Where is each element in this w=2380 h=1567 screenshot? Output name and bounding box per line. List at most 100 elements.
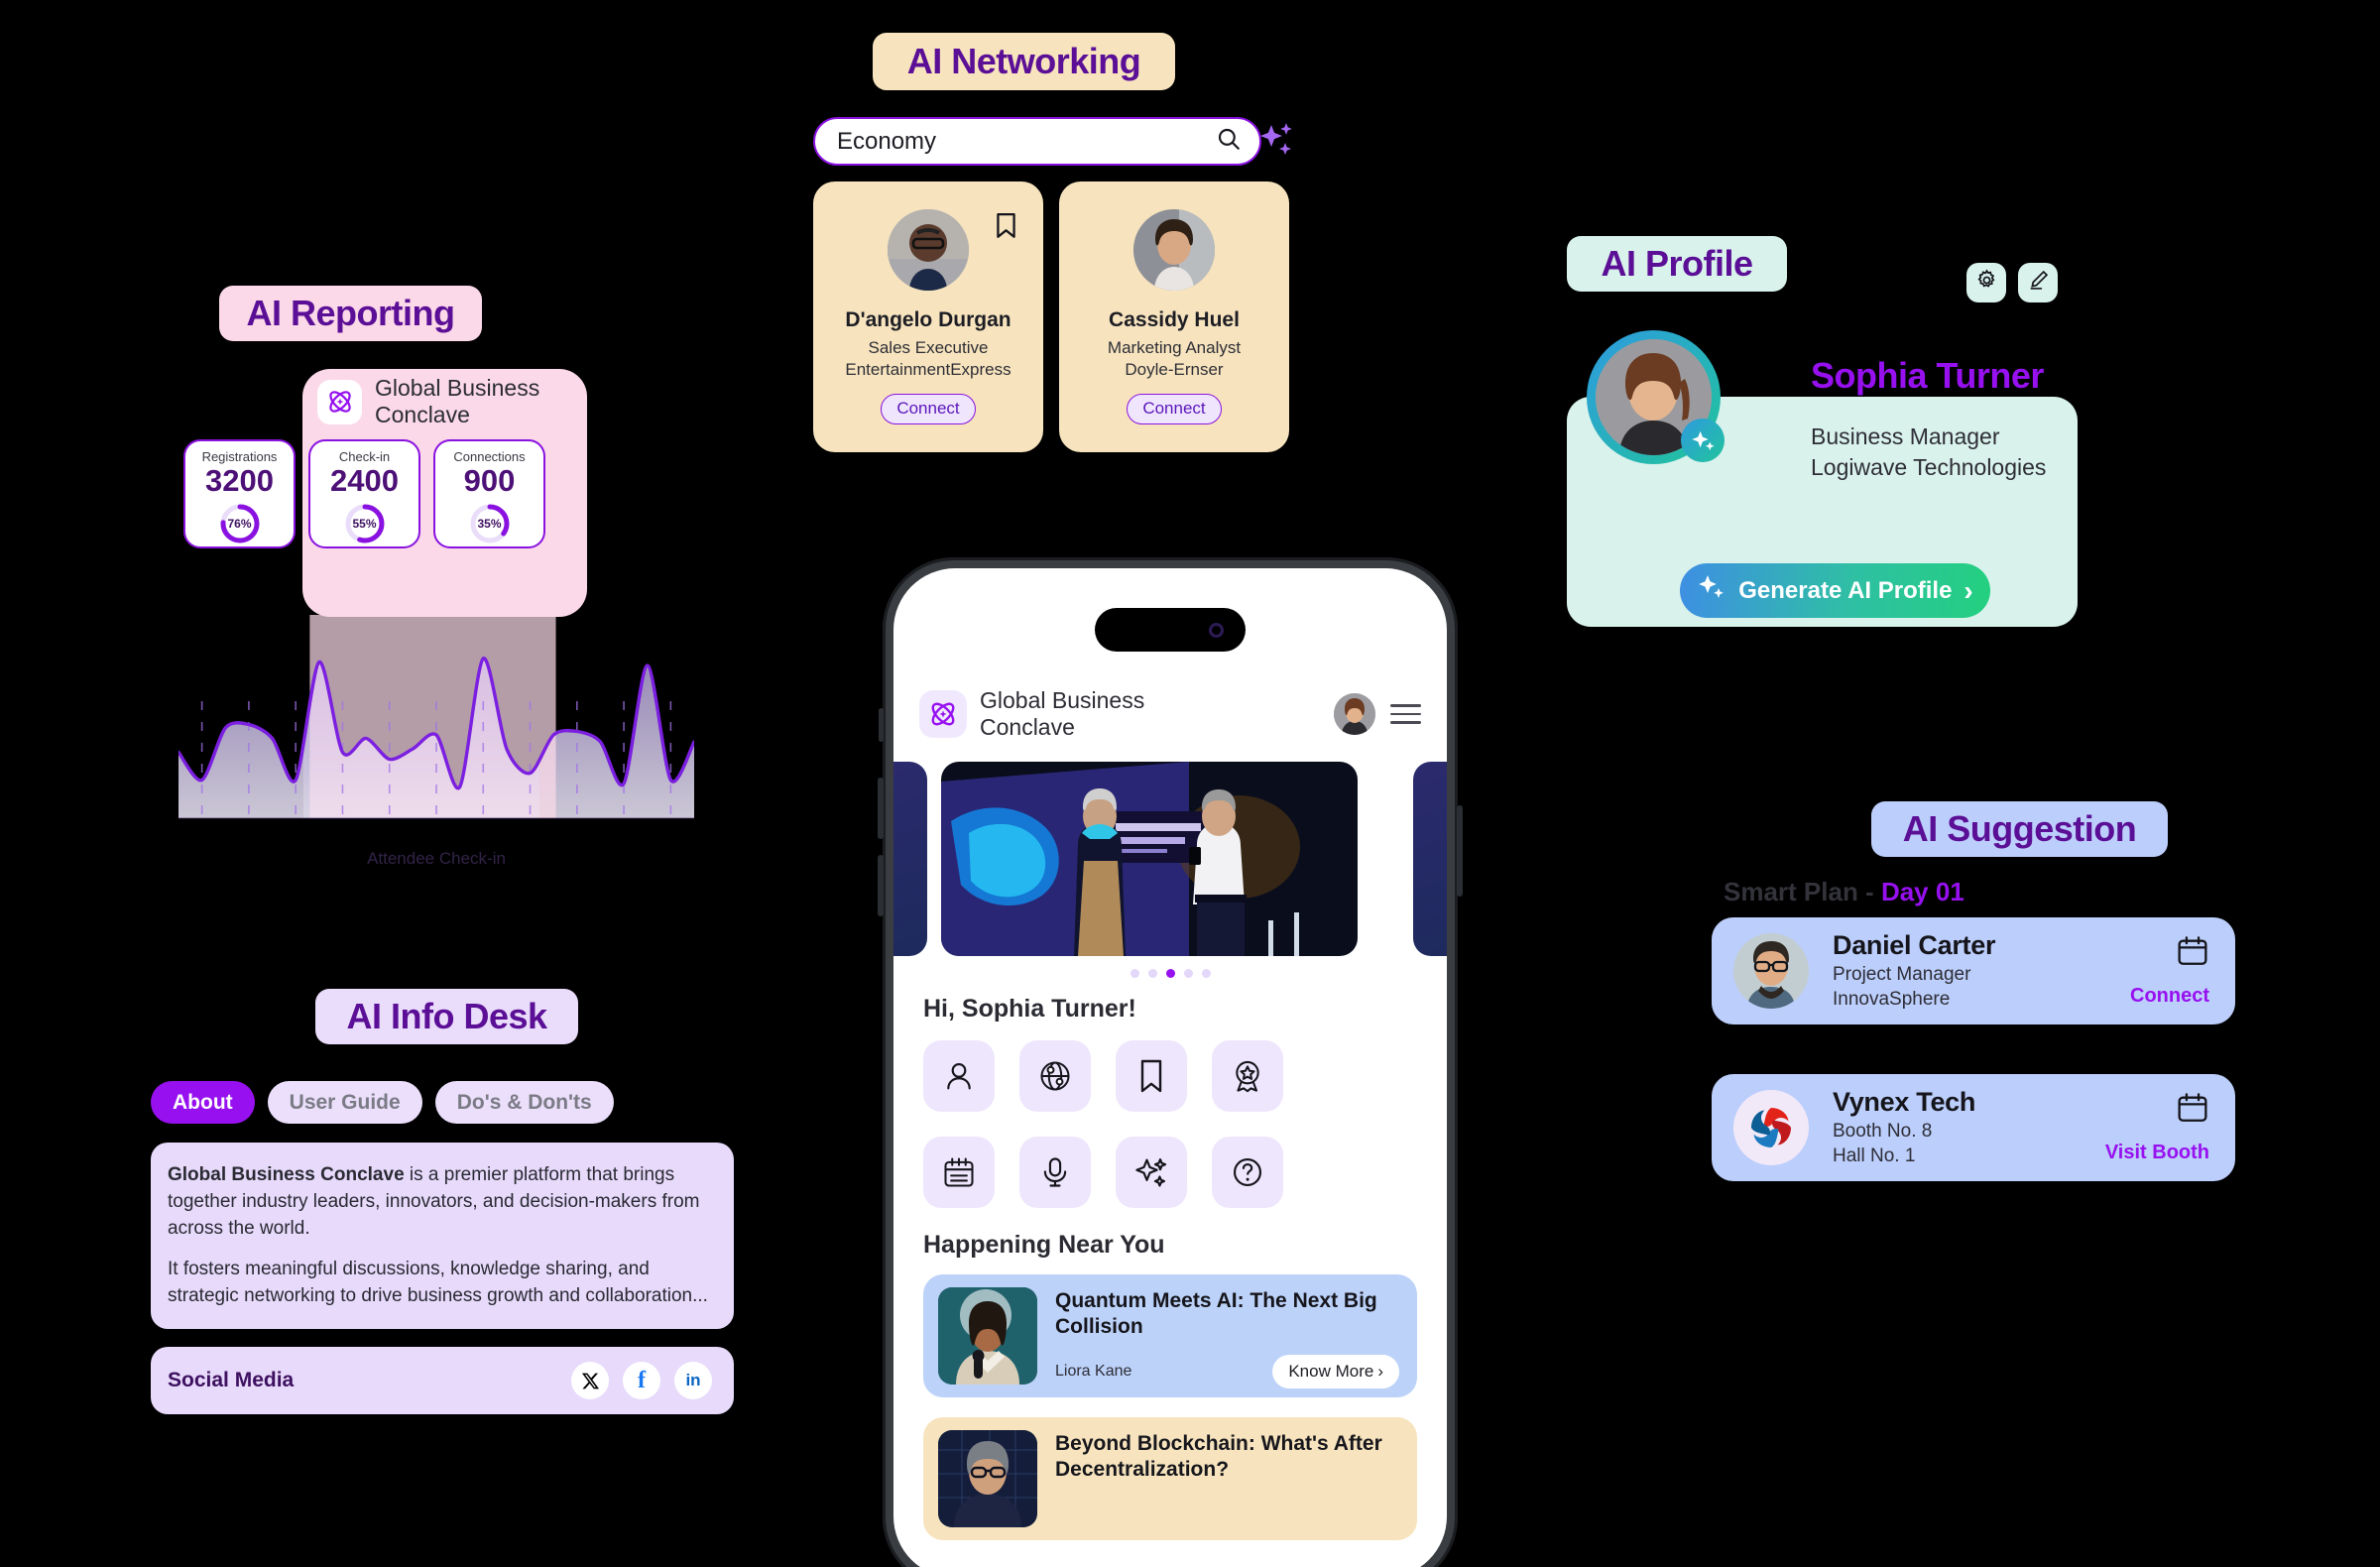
avatar — [1733, 933, 1809, 1009]
profile-role: Business Manager Logiwave Technologies — [1811, 423, 2047, 480]
suggestion-card[interactable]: Vynex Tech Booth No. 8 Hall No. 1 Visit … — [1712, 1074, 2235, 1181]
suggestion-actions: Visit Booth — [2105, 1091, 2209, 1164]
help-circle-icon[interactable] — [1212, 1137, 1283, 1208]
tab-dos-and-donts[interactable]: Do's & Don'ts — [434, 1081, 614, 1124]
app-header: Global Business Conclave — [919, 687, 1421, 741]
mute-switch[interactable] — [879, 708, 884, 742]
social-media-title: Social Media — [168, 1369, 295, 1391]
stat-percent: 35% — [477, 517, 502, 531]
suggestion-detail: Project Manager InnovaSphere — [1833, 963, 1971, 1010]
bookmark-icon[interactable] — [995, 212, 1017, 245]
about-paragraph-1: Global Business Conclave is a premier pl… — [168, 1162, 717, 1243]
ai-profile-label: AI Profile — [1567, 236, 1787, 292]
calendar-icon[interactable] — [2176, 1091, 2209, 1130]
microphone-icon[interactable] — [1019, 1137, 1091, 1208]
stat-card-connections[interactable]: Connections 900 35% — [433, 439, 545, 548]
stat-title: Connections — [453, 449, 526, 464]
avatar — [1133, 209, 1215, 291]
avatar[interactable] — [1334, 693, 1375, 736]
event-carousel[interactable] — [893, 762, 1447, 956]
calendar-icon[interactable] — [2176, 934, 2209, 973]
profile-icon[interactable] — [923, 1040, 995, 1112]
suggestion-name: Daniel Carter — [1833, 929, 1996, 960]
award-badge-icon[interactable] — [1212, 1040, 1283, 1112]
phone-mockup: Global Business Conclave — [878, 557, 1463, 1567]
carousel-slide-active[interactable] — [941, 762, 1358, 956]
search-input[interactable]: Economy — [813, 117, 1261, 166]
connect-link[interactable]: Connect — [2130, 985, 2209, 1007]
power-button[interactable] — [1457, 805, 1463, 897]
front-camera — [1209, 622, 1224, 638]
stat-title: Check-in — [338, 449, 391, 464]
suggestion-actions: Connect — [2130, 934, 2209, 1008]
carousel-dot[interactable] — [1130, 969, 1139, 978]
smart-plan-heading: Smart Plan - Day 01 — [1724, 877, 1964, 907]
bookmark-icon[interactable] — [1116, 1040, 1187, 1112]
hamburger-menu-icon[interactable] — [1390, 704, 1421, 725]
carousel-dot[interactable] — [1183, 969, 1193, 978]
know-more-label: Know More — [1288, 1362, 1374, 1382]
carousel-dot[interactable] — [1147, 969, 1157, 978]
tab-about[interactable]: About — [151, 1081, 255, 1124]
donut-chart-checkin: 55% — [343, 502, 387, 545]
generate-ai-profile-button[interactable]: Generate AI Profile › — [1680, 563, 1990, 618]
ai-networking-label: AI Networking — [873, 33, 1175, 90]
donut-chart-connections: 35% — [468, 502, 512, 545]
reporting-stat-row: Registrations 3200 76% Check-in 2400 55% — [183, 439, 545, 548]
profile-action-group — [1966, 263, 2058, 302]
near-event-card[interactable]: Quantum Meets AI: The Next Big Collision… — [923, 1274, 1417, 1397]
stat-value: 3200 — [205, 463, 274, 498]
carousel-slide-prev[interactable] — [893, 762, 927, 956]
volume-up-button[interactable] — [878, 778, 884, 839]
social-icon-group: f in — [571, 1362, 712, 1399]
event-title: Quantum Meets AI: The Next Big Collision — [1055, 1289, 1377, 1338]
phone-screen: Global Business Conclave — [893, 568, 1447, 1567]
suggestion-name: Vynex Tech — [1833, 1086, 1976, 1117]
suggestion-card[interactable]: Daniel Carter Project Manager InnovaSphe… — [1712, 917, 2235, 1025]
know-more-button[interactable]: Know More › — [1272, 1355, 1399, 1389]
reporting-brand-name: Global Business Conclave — [375, 375, 540, 428]
networking-card[interactable]: Cassidy Huel Marketing Analyst Doyle-Ern… — [1059, 181, 1289, 452]
carousel-slide-next[interactable] — [1413, 762, 1447, 956]
stat-card-checkin[interactable]: Check-in 2400 55% — [308, 439, 420, 548]
edit-button[interactable] — [2018, 263, 2058, 302]
about-paragraph-1-rest: is a premier platform that brings togeth… — [168, 1164, 700, 1239]
networking-card[interactable]: D'angelo Durgan Sales Executive Entertai… — [813, 181, 1043, 452]
carousel-dot-active[interactable] — [1165, 969, 1175, 978]
sparkles-icon[interactable] — [1116, 1137, 1187, 1208]
visit-booth-link[interactable]: Visit Booth — [2104, 1142, 2209, 1163]
smart-plan-prefix: Smart Plan - — [1724, 877, 1881, 906]
near-event-card[interactable]: Beyond Blockchain: What's After Decentra… — [923, 1417, 1417, 1540]
info-desk-tabs: About User Guide Do's & Don'ts — [151, 1081, 614, 1124]
profile-avatar — [1587, 330, 1725, 464]
smart-plan-day: Day 01 — [1880, 877, 1964, 906]
facebook-icon[interactable]: f — [623, 1362, 660, 1399]
suggestion-body: Daniel Carter Project Manager InnovaSphe… — [1833, 930, 2130, 1012]
search-icon[interactable] — [1216, 126, 1242, 157]
connect-button[interactable]: Connect — [881, 393, 976, 424]
networking-card-list: D'angelo Durgan Sales Executive Entertai… — [813, 181, 1289, 452]
carousel-dots[interactable] — [893, 969, 1447, 978]
linkedin-icon[interactable]: in — [674, 1362, 712, 1399]
app-brand-name: Global Business Conclave — [980, 687, 1145, 741]
calendar-icon[interactable] — [923, 1137, 995, 1208]
globe-network-icon[interactable] — [1019, 1040, 1091, 1112]
connect-button[interactable]: Connect — [1127, 393, 1222, 424]
settings-button[interactable] — [1966, 263, 2006, 302]
avatar — [888, 209, 969, 291]
event-speaker: Liora Kane — [1055, 1363, 1132, 1381]
carousel-dot[interactable] — [1201, 969, 1211, 978]
about-bold-title: Global Business Conclave — [168, 1164, 405, 1185]
header-right-group — [1334, 693, 1421, 736]
dynamic-island — [1095, 608, 1246, 652]
social-media-box: Social Media f in — [151, 1347, 734, 1414]
tab-user-guide[interactable]: User Guide — [267, 1081, 422, 1124]
stat-percent: 76% — [227, 517, 252, 531]
about-content-box: Global Business Conclave is a premier pl… — [151, 1143, 734, 1329]
chevron-right-icon: › — [1964, 574, 1973, 606]
volume-down-button[interactable] — [878, 855, 884, 916]
ai-reporting-label: AI Reporting — [219, 286, 482, 341]
x-twitter-icon[interactable] — [571, 1362, 609, 1399]
stat-card-registrations[interactable]: Registrations 3200 76% — [183, 439, 296, 548]
